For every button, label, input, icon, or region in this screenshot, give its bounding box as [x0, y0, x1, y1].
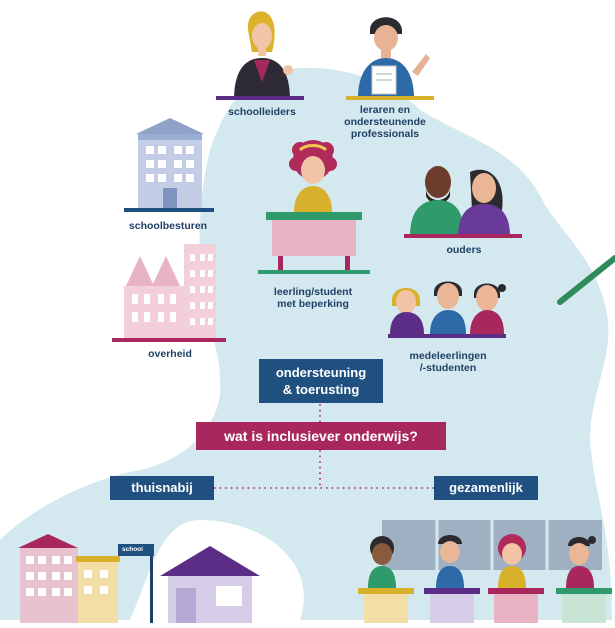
together-box: gezamenlijk [434, 476, 538, 500]
student-with-disability-icon [258, 140, 370, 274]
label-school-boards: schoolbesturen [128, 220, 208, 232]
near-home-box: thuisnabij [110, 476, 214, 500]
school-sign-icon [118, 544, 154, 623]
label-teachers: leraren en ondersteunende professionals [344, 104, 426, 140]
pencil-stroke [557, 255, 615, 305]
classmates-icon [388, 281, 506, 338]
school-sign-label: school [122, 546, 143, 553]
school-building-icon [18, 534, 120, 623]
dotted-connectors [214, 404, 434, 489]
label-school-leaders: schoolleiders [228, 106, 296, 118]
teacher-icon [346, 17, 434, 100]
school-leader-icon [216, 11, 304, 100]
label-classmates: medeleerlingen /-studenten [409, 350, 487, 374]
label-student-with-disability: leerling/student met beperking [273, 286, 353, 310]
parents-icon [404, 166, 522, 238]
support-box: ondersteuning & toerusting [259, 359, 383, 403]
label-government: overheid [148, 348, 192, 360]
question-box: wat is inclusiever onderwijs? [196, 422, 446, 450]
label-parents: ouders [446, 244, 482, 256]
house-icon [160, 546, 260, 623]
school-board-building-icon [124, 118, 214, 212]
classroom-icon [358, 520, 612, 623]
government-building-icon [112, 244, 226, 342]
